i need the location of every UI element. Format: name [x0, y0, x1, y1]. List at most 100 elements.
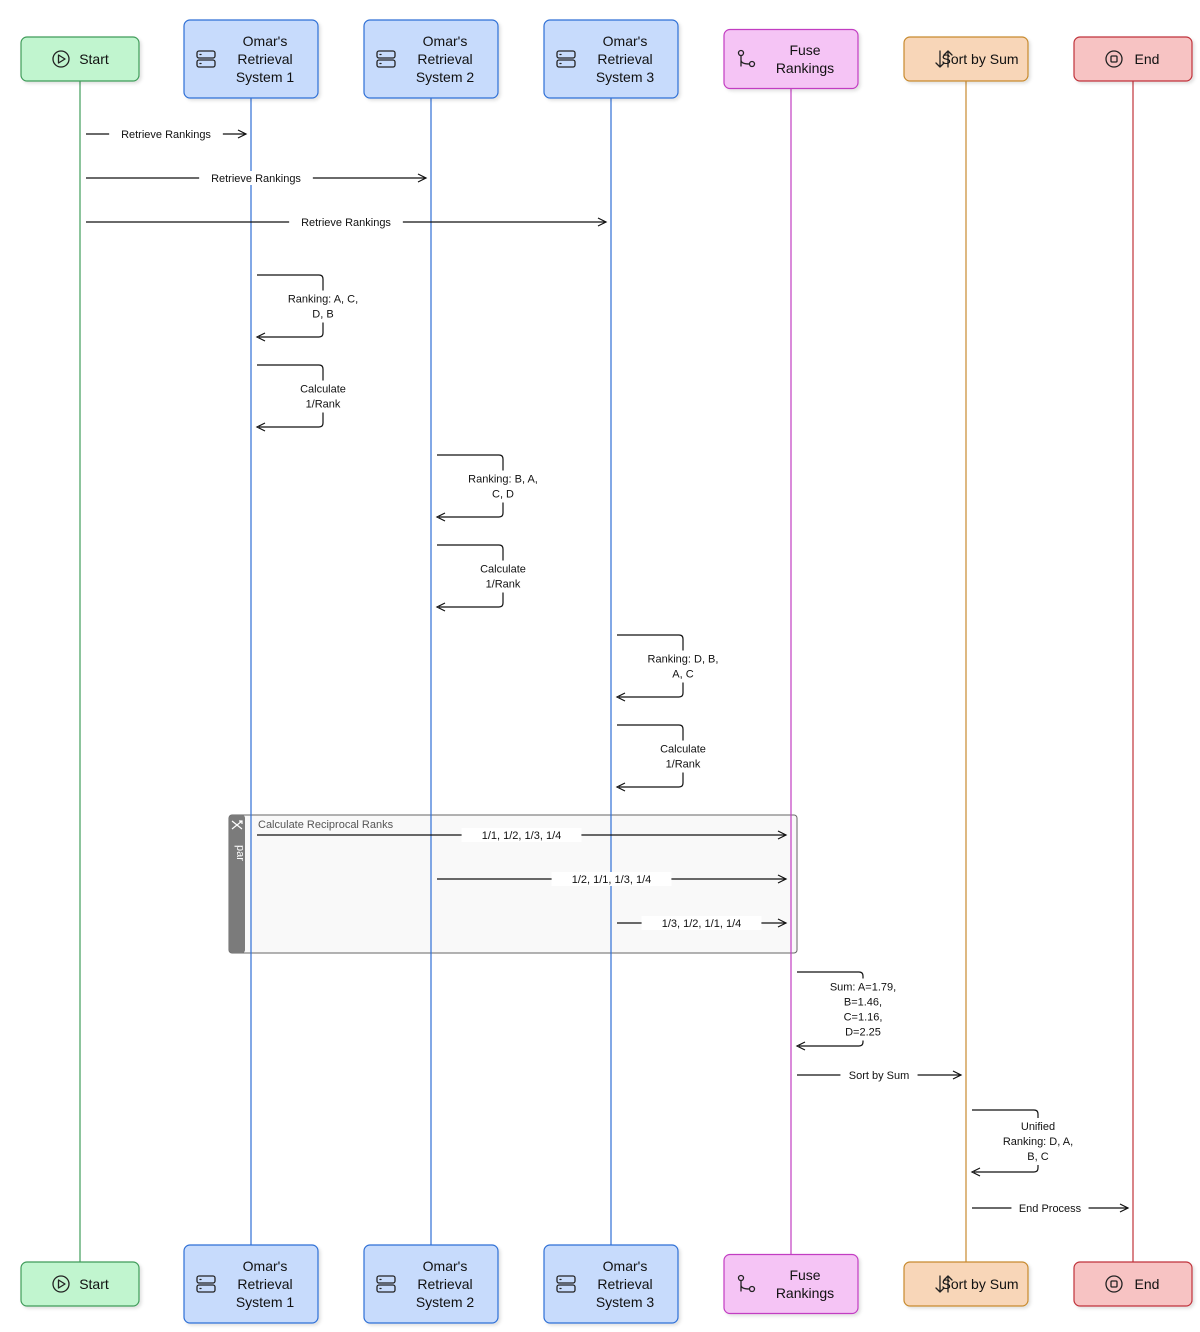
- participant-box[interactable]: [1073, 36, 1193, 82]
- participant-box[interactable]: [723, 1253, 859, 1315]
- message-13: Sum: A=1.79,B=1.46,C=1.16,D=2.25: [795, 971, 904, 1051]
- arrowhead: [970, 1167, 981, 1177]
- sort-icon: [935, 1275, 953, 1293]
- message-10: 1/1, 1/2, 1/3, 1/4: [257, 828, 788, 842]
- participant-label: System 2: [416, 1294, 475, 1310]
- participant-box[interactable]: [543, 19, 679, 99]
- participant-label: Fuse: [789, 1267, 820, 1283]
- merge-icon: [737, 49, 756, 68]
- arrowhead: [777, 874, 788, 884]
- participant-label: Start: [79, 1276, 109, 1292]
- server-icon: [556, 50, 576, 68]
- participant-label: Fuse: [789, 42, 820, 58]
- participant-label: System 3: [596, 69, 655, 85]
- server-icon: [376, 1275, 396, 1293]
- message-label: 1/3, 1/2, 1/1, 1/4: [662, 918, 742, 930]
- participant-box[interactable]: [543, 1244, 679, 1324]
- participant-box[interactable]: [723, 28, 859, 90]
- message-label: 1/Rank: [486, 579, 521, 591]
- server-icon: [196, 50, 216, 68]
- participant-end-bottom[interactable]: End: [1073, 1261, 1193, 1307]
- participant-label: System 2: [416, 69, 475, 85]
- label-background: [276, 290, 370, 323]
- message-label: Calculate: [300, 384, 346, 396]
- participant-label: System 3: [596, 1294, 655, 1310]
- participant-box[interactable]: [1073, 1261, 1193, 1307]
- participant-label: Retrieval: [237, 1276, 292, 1292]
- participant-label: Rankings: [776, 1285, 834, 1301]
- message-label: C, D: [492, 489, 514, 501]
- participant-box[interactable]: [183, 1244, 319, 1324]
- participant-label: Start: [79, 51, 109, 67]
- message-label: Ranking: D, B,: [648, 654, 719, 666]
- message-label: 1/Rank: [666, 759, 701, 771]
- message-7: Calculate 1/Rank: [435, 544, 534, 612]
- message-label: C=1.16,: [844, 1012, 883, 1024]
- participant-box[interactable]: [183, 19, 319, 99]
- label-background: [289, 215, 403, 229]
- participant-start-top[interactable]: Start: [20, 36, 140, 82]
- sort-icon: [935, 50, 953, 68]
- stop-icon: [1105, 50, 1123, 68]
- participant-label: Sort by Sum: [941, 51, 1018, 67]
- participant-box[interactable]: [903, 1261, 1029, 1307]
- label-background: [1011, 1201, 1089, 1215]
- arrowhead: [795, 1041, 806, 1051]
- participant-sort-bottom[interactable]: Sort by Sum: [903, 1261, 1029, 1307]
- message-label: B=1.46,: [844, 997, 882, 1009]
- participant-label: End: [1135, 51, 1160, 67]
- participant-label: System 1: [236, 69, 295, 85]
- message-label: Calculate: [480, 564, 526, 576]
- participant-box[interactable]: [20, 36, 140, 82]
- label-background: [456, 470, 550, 503]
- arrowhead: [597, 217, 608, 227]
- message-label: Ranking: D, A,: [1003, 1136, 1073, 1148]
- message-label: A, C: [672, 669, 693, 681]
- merge-icon: [737, 1274, 756, 1293]
- message-2: Retrieve Rankings: [86, 171, 428, 185]
- par-block-title: Calculate Reciprocal Ranks: [258, 819, 394, 831]
- message-label: End Process: [1019, 1203, 1082, 1215]
- label-background: [636, 650, 730, 683]
- message-1: Retrieve Rankings: [86, 127, 248, 141]
- arrowhead: [777, 918, 788, 928]
- participant-box[interactable]: [363, 19, 499, 99]
- participant-label: Rankings: [776, 60, 834, 76]
- label-background: [840, 1068, 918, 1082]
- participant-box[interactable]: [363, 1244, 499, 1324]
- message-label: Ranking: A, C,: [288, 294, 358, 306]
- label-background: [461, 828, 582, 842]
- participant-label: Retrieval: [597, 51, 652, 67]
- message-3: Retrieve Rankings: [86, 215, 608, 229]
- participant-box[interactable]: [20, 1261, 140, 1307]
- label-background: [109, 127, 223, 141]
- arrowhead: [255, 332, 266, 342]
- participant-end-top[interactable]: End: [1073, 36, 1193, 82]
- message-label: Retrieve Rankings: [211, 173, 301, 185]
- participant-label: Omar's: [603, 33, 648, 49]
- participant-box[interactable]: [903, 36, 1029, 82]
- participant-sort-top[interactable]: Sort by Sum: [903, 36, 1029, 82]
- message-label: B, C: [1027, 1151, 1048, 1163]
- arrowhead: [615, 782, 626, 792]
- participant-start-bottom[interactable]: Start: [20, 1261, 140, 1307]
- message-label: 1/1, 1/2, 1/3, 1/4: [482, 830, 562, 842]
- label-background: [652, 740, 714, 773]
- par-keyword: par: [234, 845, 246, 861]
- arrowhead: [777, 830, 788, 840]
- play-icon: [52, 1275, 70, 1293]
- message-12: 1/3, 1/2, 1/1, 1/4: [617, 916, 788, 930]
- participant-label: Retrieval: [417, 1276, 472, 1292]
- server-icon: [376, 50, 396, 68]
